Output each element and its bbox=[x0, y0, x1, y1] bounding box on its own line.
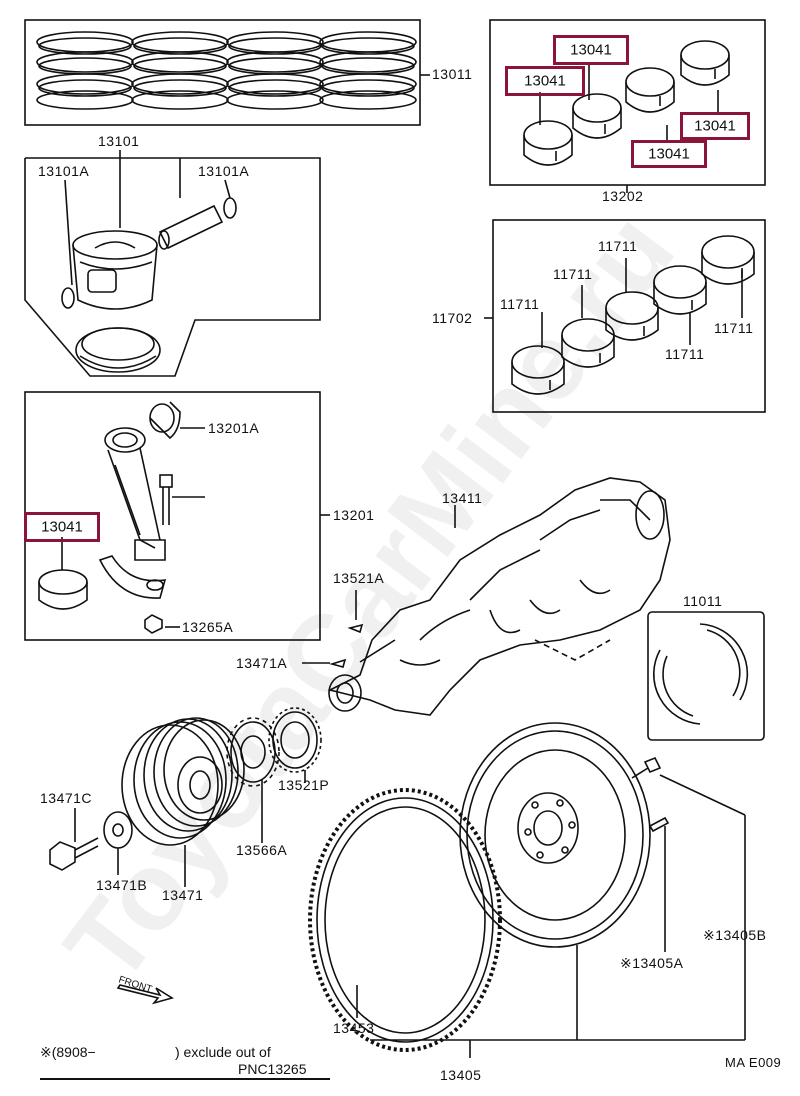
footnote-pnc: PNC13265 bbox=[238, 1061, 307, 1077]
snap-ring-right bbox=[223, 197, 237, 219]
footnote-date: ※(8908− bbox=[40, 1044, 96, 1060]
highlight-13041-rod: 13041 bbox=[24, 512, 100, 542]
label-13521P: 13521P bbox=[278, 777, 330, 793]
label-13101: 13101 bbox=[98, 133, 140, 149]
highlight-13041-right: 13041 bbox=[680, 112, 750, 140]
reference-code: MA E009 bbox=[725, 1055, 782, 1070]
crankshaft-pulley bbox=[121, 717, 245, 846]
flywheel-bolt bbox=[631, 756, 662, 779]
label-11711-left: 11711 bbox=[500, 296, 540, 312]
highlight-13041-bottom: 13041 bbox=[631, 140, 707, 168]
label-13411: 13411 bbox=[442, 490, 483, 506]
label-13202: 13202 bbox=[602, 188, 644, 204]
highlight-13041-top: 13041 bbox=[553, 35, 629, 65]
label-13521A: 13521A bbox=[333, 570, 385, 586]
label-11711-top: 11711 bbox=[598, 238, 638, 254]
flywheel bbox=[459, 722, 651, 948]
label-11711-mid: 11711 bbox=[553, 266, 593, 282]
piston-top-view bbox=[75, 327, 161, 373]
label-13405B: ※13405B bbox=[703, 927, 767, 943]
small-end-bushing bbox=[149, 401, 181, 440]
label-11711-bottom: 11711 bbox=[665, 346, 705, 362]
label-11702: 11702 bbox=[432, 310, 473, 326]
highlight-13041-left: 13041 bbox=[505, 66, 585, 96]
label-13011: 13011 bbox=[432, 66, 473, 82]
flywheel-dowel-pin bbox=[648, 816, 670, 833]
piston bbox=[72, 230, 158, 310]
rod-bearing-set bbox=[523, 40, 730, 166]
label-13453: 13453 bbox=[333, 1020, 375, 1036]
snap-ring-left bbox=[61, 287, 75, 309]
rod-bolt bbox=[159, 474, 205, 525]
crankshaft bbox=[327, 477, 671, 716]
piston-ring-set-box bbox=[24, 19, 421, 126]
label-13201A: 13201A bbox=[208, 420, 260, 436]
label-13101A-right: 13101A bbox=[198, 163, 250, 179]
rod-bearing-shell bbox=[38, 569, 88, 610]
flywheel-ring-gear bbox=[308, 788, 502, 1052]
label-13471C: 13471C bbox=[40, 790, 93, 806]
rod-cap bbox=[98, 555, 167, 599]
crank-key-b bbox=[329, 658, 347, 668]
main-bearing-set bbox=[511, 235, 755, 395]
front-arrow: FRONT bbox=[116, 974, 174, 1005]
thrust-washer-box bbox=[647, 611, 765, 741]
pulley-washer bbox=[103, 811, 133, 849]
label-13566A: 13566A bbox=[236, 842, 288, 858]
thrust-washers bbox=[653, 623, 749, 725]
label-11011: 11011 bbox=[683, 593, 723, 609]
main-bearing-box bbox=[492, 219, 766, 413]
rod-nut bbox=[144, 614, 163, 634]
label-13471B: 13471B bbox=[96, 877, 148, 893]
pulley-bolt bbox=[49, 837, 99, 871]
crank-key-a bbox=[347, 623, 364, 634]
piston-ring-set bbox=[36, 31, 417, 110]
label-13265A: 13265A bbox=[182, 619, 234, 635]
label-13101A-left: 13101A bbox=[38, 163, 90, 179]
piston-pin bbox=[158, 204, 224, 250]
label-13471: 13471 bbox=[162, 887, 204, 903]
label-13471A: 13471A bbox=[236, 655, 288, 671]
connecting-rod bbox=[104, 427, 166, 561]
label-13405A: ※13405A bbox=[620, 955, 684, 971]
label-13201: 13201 bbox=[333, 507, 375, 523]
label-11711-right: 11711 bbox=[714, 320, 754, 336]
label-13405: 13405 bbox=[440, 1067, 482, 1083]
footnote-exclude: ) exclude out of bbox=[175, 1044, 271, 1060]
